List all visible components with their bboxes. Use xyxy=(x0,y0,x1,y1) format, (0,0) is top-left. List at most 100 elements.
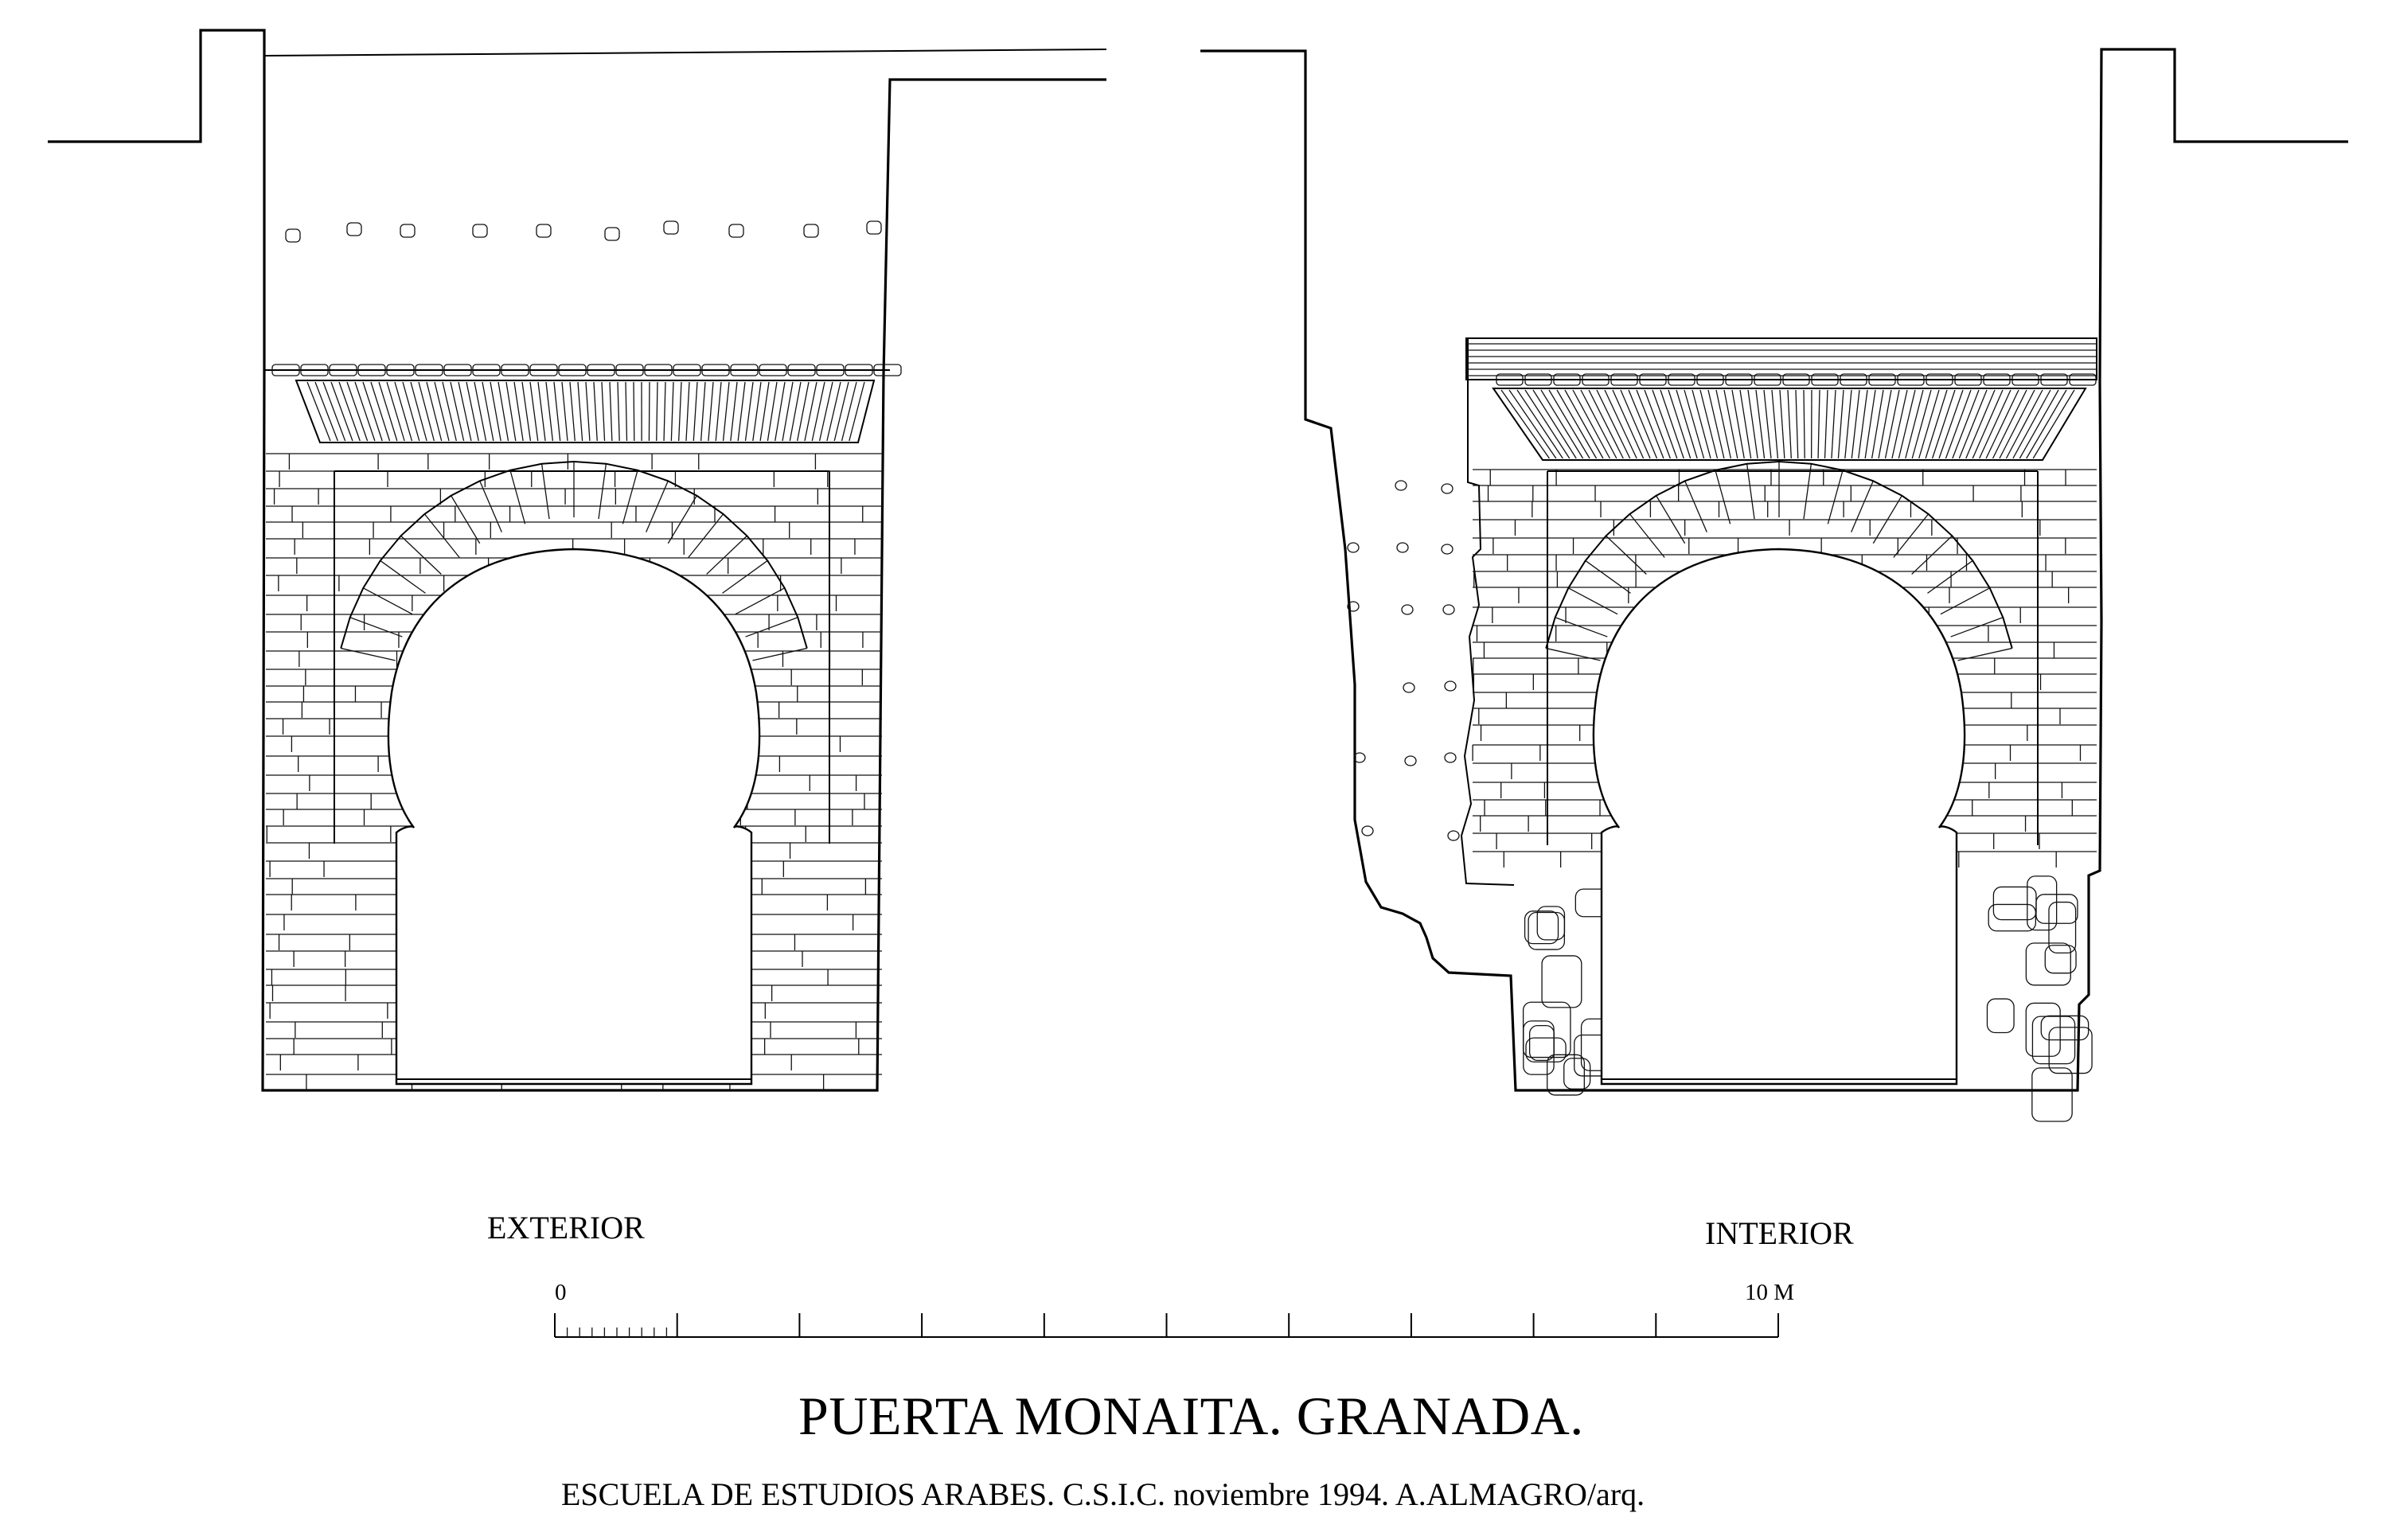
corbel-line xyxy=(553,381,561,442)
corbel-line xyxy=(585,381,591,442)
corbel-line xyxy=(1952,389,1980,459)
cornice-block xyxy=(1725,373,1753,386)
voussoir-joint xyxy=(667,495,697,544)
drawing-title: PUERTA MONAITA. GRANADA. xyxy=(798,1386,1584,1446)
rubble-stone xyxy=(1523,1020,1555,1075)
cornice-block xyxy=(615,364,644,376)
rubble-stone xyxy=(1536,906,1566,941)
voussoir-joint xyxy=(1715,470,1731,524)
voussoir-joint xyxy=(1957,647,2012,661)
corbel-line xyxy=(1817,389,1820,459)
hole xyxy=(604,227,620,241)
corbel-line xyxy=(378,381,398,442)
corbel-line xyxy=(601,381,606,442)
interior-outline xyxy=(1200,48,2348,1092)
cornice-block xyxy=(1897,373,1925,386)
voussoir-joint xyxy=(1746,463,1755,520)
corbel-line xyxy=(849,381,865,442)
corbel-line xyxy=(1891,389,1908,459)
hole xyxy=(472,224,488,238)
voussoir-joint xyxy=(646,481,669,532)
corbel-line xyxy=(394,381,413,442)
cornice-block xyxy=(873,364,902,376)
cornice-block xyxy=(357,364,386,376)
corbel-line xyxy=(418,381,435,442)
exterior-holes xyxy=(285,220,882,243)
voussoir-joint xyxy=(1555,617,1608,637)
rubble-stone xyxy=(1524,910,1559,945)
corbel-line xyxy=(841,381,857,442)
cornice-block xyxy=(1926,373,1953,386)
corbel-line xyxy=(1803,389,1805,459)
voussoir-joint xyxy=(622,470,638,524)
cornice-block xyxy=(1668,373,1695,386)
cornice-block xyxy=(329,364,357,376)
corbel-line xyxy=(1564,389,1604,459)
exterior-label: EXTERIOR xyxy=(487,1210,645,1246)
extrados-line xyxy=(340,460,808,649)
corbel-line xyxy=(1965,389,1996,459)
voussoir-joint xyxy=(722,559,768,594)
corbel-line xyxy=(818,381,833,442)
corbel-line xyxy=(1755,389,1766,459)
corbel-line xyxy=(306,381,331,442)
corbel-line xyxy=(1905,389,1924,459)
cornice-block xyxy=(300,364,329,376)
corbel-line xyxy=(2026,389,2067,459)
corbel-line xyxy=(1831,389,1836,459)
rubble-stone xyxy=(1525,1037,1567,1062)
corbel-line xyxy=(782,381,794,442)
cornice-block xyxy=(1811,373,1839,386)
corbel-line xyxy=(1580,389,1617,459)
interior-label: INTERIOR xyxy=(1705,1215,1854,1251)
corbel-line xyxy=(1508,389,1557,459)
corbel-line xyxy=(569,381,576,442)
corbel-line xyxy=(775,381,786,442)
cornice-block xyxy=(787,364,816,376)
voussoir-joint xyxy=(1851,481,1874,532)
hole xyxy=(663,220,679,235)
corbel-line xyxy=(1676,389,1698,459)
corbel-line xyxy=(330,381,353,442)
interior-arch-voussoirs xyxy=(1545,460,2013,661)
corbel-line xyxy=(789,381,802,442)
hole xyxy=(1441,544,1453,555)
corbel-line xyxy=(1723,389,1738,459)
corbel-line xyxy=(1548,389,1590,459)
hole xyxy=(1441,483,1453,494)
corbel-line xyxy=(1532,389,1577,459)
corbel-line xyxy=(362,381,383,442)
voussoir-joint xyxy=(1629,513,1665,558)
hole xyxy=(1447,830,1460,841)
corbel-line xyxy=(450,381,465,442)
voussoir-joint xyxy=(1911,535,1953,575)
cornice-block xyxy=(1553,373,1581,386)
rubble-stone xyxy=(1988,903,2037,932)
corbel-line xyxy=(2012,389,2051,459)
rubble-stone xyxy=(2031,1067,2073,1122)
interior-holes xyxy=(1347,480,1460,841)
corbel-line xyxy=(537,381,546,442)
corbel-line xyxy=(1779,389,1785,459)
corbel-line xyxy=(1620,389,1651,459)
hole xyxy=(1353,752,1366,763)
voussoir-joint xyxy=(400,535,442,575)
corbel-line xyxy=(670,381,674,442)
voussoir-joint xyxy=(706,535,747,575)
voussoir-joint xyxy=(1893,513,1930,558)
cornice-block xyxy=(701,364,730,376)
rubble-stone xyxy=(2040,1015,2090,1041)
cornice-block xyxy=(1524,373,1552,386)
cornice-block xyxy=(501,364,529,376)
cornice-block xyxy=(1954,373,1982,386)
corbel-line xyxy=(1851,389,1860,459)
corbel-line xyxy=(1747,389,1758,459)
extrados-line xyxy=(1545,460,2013,649)
corbel-line xyxy=(1612,389,1645,459)
corbel-line xyxy=(1824,389,1828,459)
corbel-line xyxy=(1628,389,1658,459)
corbel-line xyxy=(678,381,682,442)
corbel-line xyxy=(609,381,613,442)
cornice-block xyxy=(730,364,759,376)
voussoir-joint xyxy=(1827,470,1844,524)
